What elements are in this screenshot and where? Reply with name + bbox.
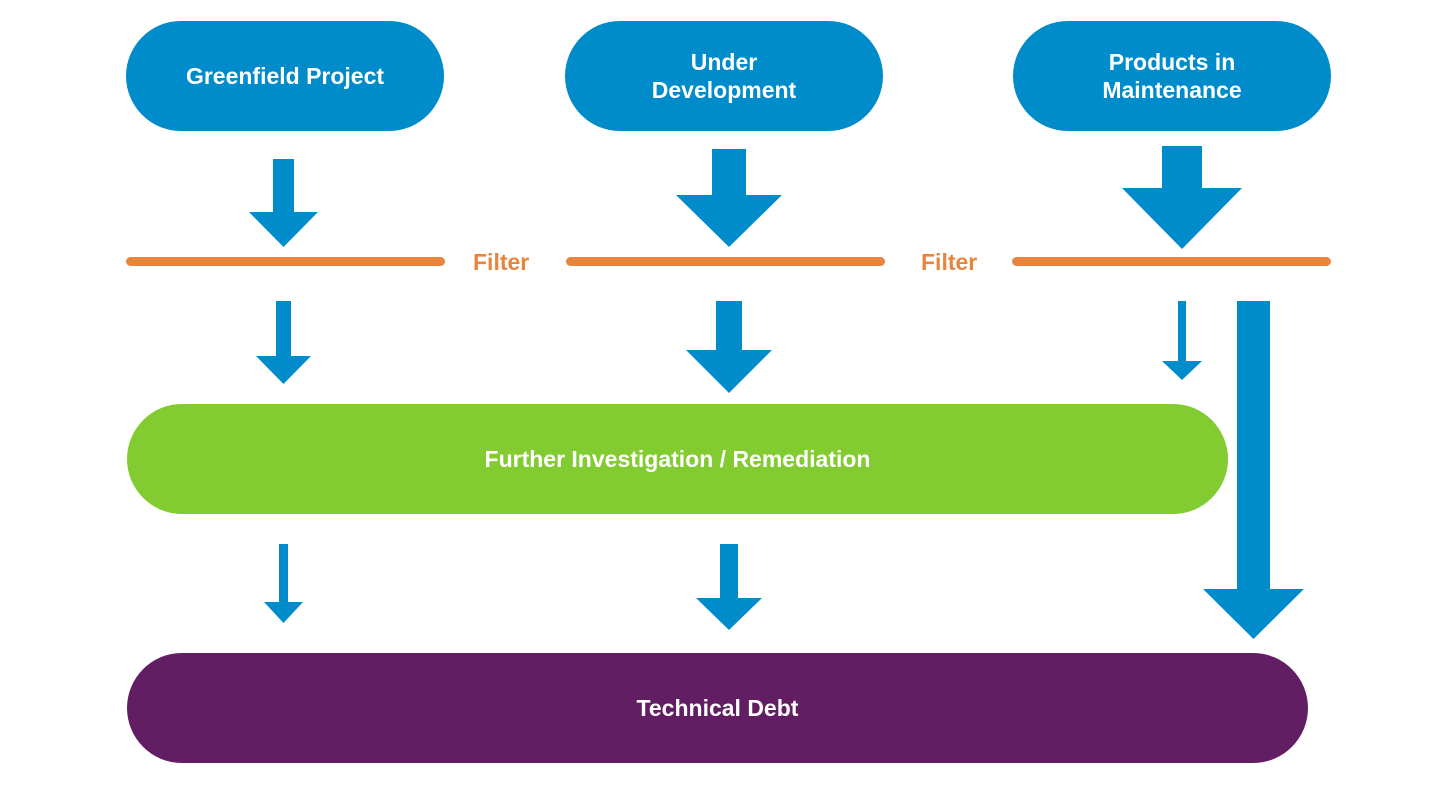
under-development-node: Under Development	[565, 21, 883, 131]
greenfield-project-label: Greenfield Project	[185, 63, 385, 89]
further-investigation-remediation-node: Further Investigation / Remediation	[127, 404, 1228, 514]
products-in-maintenance-node: Products in Maintenance	[1013, 21, 1331, 131]
filter-line-under-development	[566, 257, 885, 266]
arrow-under-dev-to-tech-debt	[696, 544, 762, 630]
arrow-maintenance-to-tech-debt	[1203, 301, 1304, 639]
arrow-maintenance-to-remediation	[1162, 301, 1202, 380]
arrow-greenfield-to-remediation	[256, 301, 311, 384]
arrow-under-dev-to-remediation	[686, 301, 772, 393]
under-development-label: Under Development	[651, 49, 797, 103]
technical-debt-node: Technical Debt	[127, 653, 1308, 763]
technical-debt-label: Technical Debt	[636, 694, 799, 721]
greenfield-project-node: Greenfield Project	[126, 21, 444, 131]
remediation-label: Further Investigation / Remediation	[484, 445, 871, 472]
filter-line-greenfield	[126, 257, 445, 266]
filter-line-maintenance	[1012, 257, 1331, 266]
arrow-greenfield-to-tech-debt	[264, 544, 303, 623]
arrow-greenfield-to-filter	[249, 159, 318, 247]
arrow-under-dev-to-filter	[676, 149, 782, 247]
products-in-maintenance-label: Products in Maintenance	[1102, 49, 1242, 103]
filter-label-2: Filter	[921, 249, 978, 275]
arrow-maintenance-to-filter	[1122, 146, 1242, 249]
filter-label-1: Filter	[473, 249, 530, 275]
